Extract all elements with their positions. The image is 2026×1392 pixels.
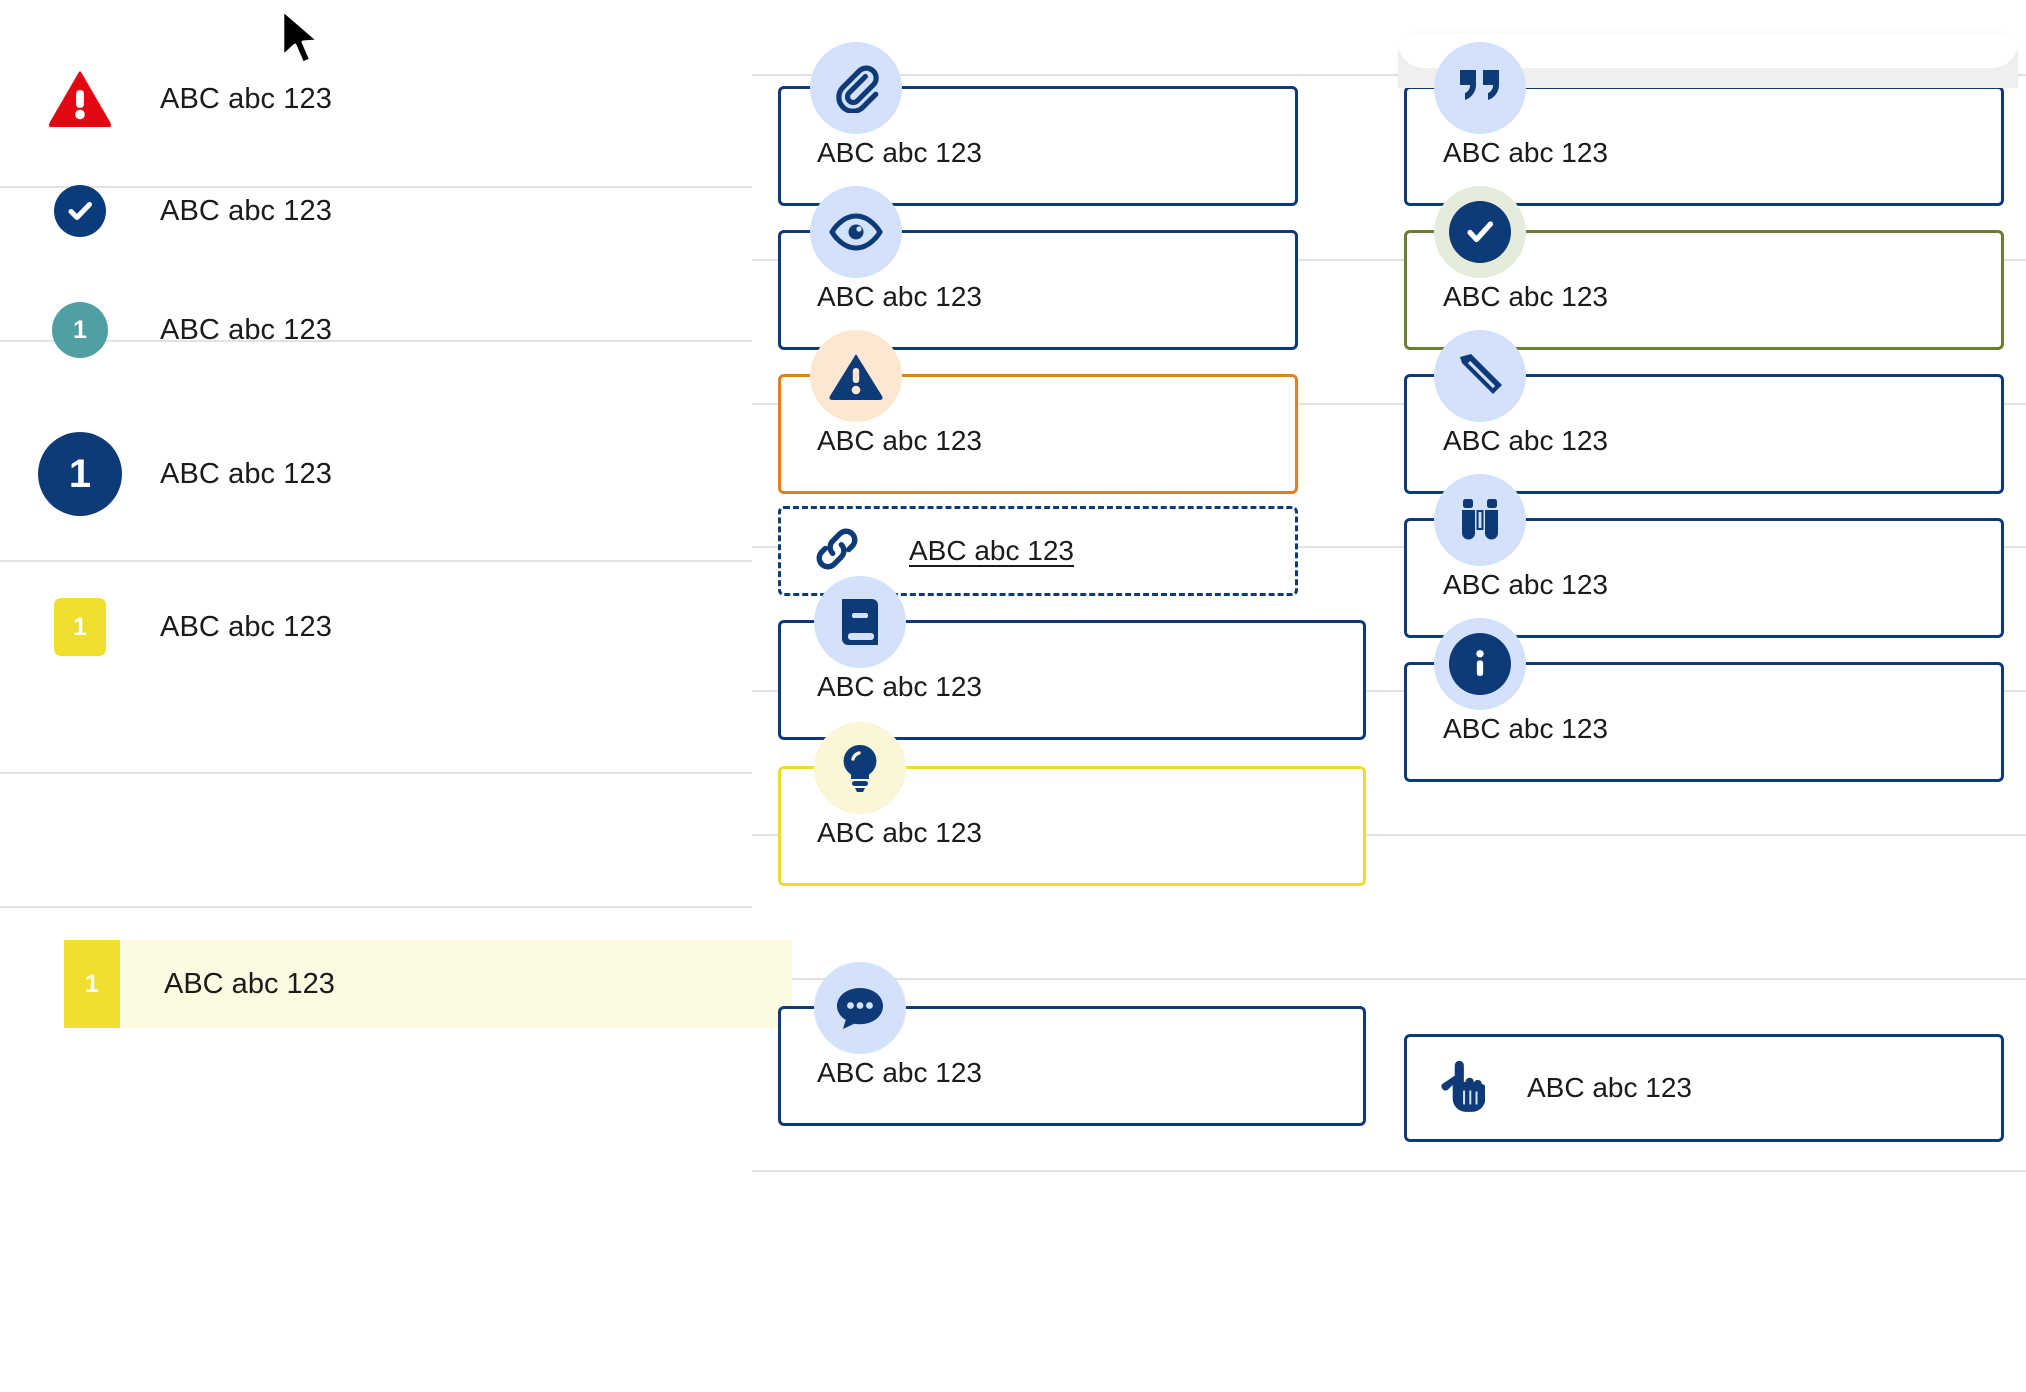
number-badge-icon: 1 (38, 432, 122, 516)
card-label: ABC abc 123 (817, 1057, 982, 1088)
divider-line (0, 772, 752, 774)
quote-icon (1434, 42, 1526, 134)
legend-row-highlighted[interactable]: 1 ABC abc 123 (64, 940, 792, 1028)
badge-slot: 1 (0, 432, 160, 516)
divider-line (752, 834, 2026, 836)
card-label: ABC abc 123 (1443, 137, 1608, 168)
card-label: ABC abc 123 (1443, 569, 1608, 600)
divider-line (0, 560, 752, 562)
legend-row-label: ABC abc 123 (160, 82, 332, 115)
badge-slot (0, 185, 160, 237)
badge-value: 1 (73, 612, 87, 641)
legend-row-label: ABC abc 123 (160, 610, 332, 643)
legend-row-label: ABC abc 123 (160, 194, 332, 227)
legend-row-primary-number[interactable]: 1 ABC abc 123 (0, 432, 752, 516)
badge-slot: 1 (0, 302, 160, 358)
card-label: ABC abc 123 (1443, 281, 1608, 312)
card-pointer[interactable]: ABC abc 123 (1404, 1034, 2004, 1142)
divider-line (752, 978, 2026, 980)
eye-icon (810, 186, 902, 278)
card-link-label[interactable]: ABC abc 123 (909, 535, 1074, 566)
divider-line (0, 340, 752, 342)
lightbulb-icon (814, 722, 906, 814)
card-comment[interactable]: ABC abc 123 (778, 1006, 1366, 1126)
legend-row-label: ABC abc 123 (164, 967, 335, 1000)
divider-line (752, 690, 2026, 692)
number-badge-icon: 1 (64, 940, 120, 1028)
card-label: ABC abc 123 (817, 671, 982, 702)
card-label: ABC abc 123 (1443, 425, 1608, 456)
warning-triangle-icon (49, 71, 111, 127)
badge-slot (0, 71, 160, 127)
legend-row-yellow-number[interactable]: 1 ABC abc 123 (0, 592, 752, 662)
divider-line (752, 259, 2026, 261)
divider-line (752, 1170, 2026, 1172)
divider-line (752, 403, 2026, 405)
legend-row-label: ABC abc 123 (160, 457, 332, 490)
binoculars-icon (1434, 474, 1526, 566)
divider-line (752, 74, 2026, 76)
card-label: ABC abc 123 (817, 817, 982, 848)
check-circle-icon (54, 185, 106, 237)
legend-row-label: ABC abc 123 (160, 313, 332, 346)
paperclip-icon (810, 42, 902, 134)
badge-value: 1 (73, 315, 87, 344)
pencil-icon (1434, 330, 1526, 422)
link-row: ABC abc 123 (781, 523, 1295, 580)
number-badge-icon: 1 (52, 302, 108, 358)
divider-line (0, 186, 752, 188)
card-label: ABC abc 123 (1443, 713, 1608, 744)
book-icon (814, 576, 906, 668)
divider-line (0, 906, 752, 908)
legend-row-check[interactable]: ABC abc 123 (0, 175, 752, 247)
check-circle-inner (1449, 201, 1511, 263)
pointing-hand-icon (1439, 1057, 1486, 1120)
divider-line (752, 546, 2026, 548)
chat-bubble-icon (814, 962, 906, 1054)
card-label: ABC abc 123 (817, 281, 982, 312)
card-label: ABC abc 123 (1527, 1072, 1692, 1103)
legend-row-teal-number[interactable]: 1 ABC abc 123 (0, 294, 752, 366)
link-icon (811, 523, 863, 580)
badge-slot: 1 (0, 598, 160, 656)
check-circle-icon (1434, 186, 1526, 278)
info-circle-inner (1449, 633, 1511, 695)
left-legend-column: ABC abc 123 ABC abc 123 1 ABC abc 123 (0, 0, 792, 1392)
badge-value: 1 (68, 451, 92, 496)
card-label: ABC abc 123 (817, 425, 982, 456)
pointer-row: ABC abc 123 (1407, 1057, 2001, 1120)
card-label: ABC abc 123 (817, 137, 982, 168)
warning-alert-icon (810, 330, 902, 422)
info-circle-icon (1434, 618, 1526, 710)
mouse-cursor-icon (277, 8, 323, 70)
number-badge-icon: 1 (54, 598, 106, 656)
legend-row-warning[interactable]: ABC abc 123 (0, 62, 752, 136)
card-success[interactable]: ABC abc 123 (1404, 230, 2004, 350)
badge-value: 1 (85, 969, 99, 998)
